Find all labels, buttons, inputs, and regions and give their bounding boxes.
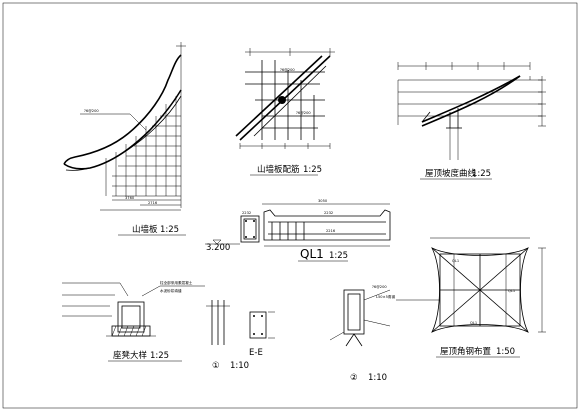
detail-2-drawing: ?6@200 ② 1:10	[329, 285, 391, 383]
ql1-drawing: 2232 3.200 3050 2232 2216 QL1 1:25	[205, 199, 391, 262]
title-roof-curve-scale: 1:25	[472, 169, 491, 179]
dim-3760: 3760	[125, 196, 135, 200]
section-ee-label: E-E	[249, 348, 263, 358]
title-ql1: QL1	[300, 247, 324, 261]
roof-corner-drawing: QL1 QL1 QL1 L50×5角钢 屋顶角钢布置 1:50	[376, 237, 546, 358]
seat-note-2: 水泥砂浆填缝	[160, 288, 182, 293]
detail-1-number: ①	[212, 361, 220, 371]
title-gable-board-scale: 1:25	[160, 225, 179, 235]
detail-1-scale: 1:10	[230, 361, 249, 371]
detail-2-scale: 1:10	[368, 373, 387, 383]
rebar-note-a: ?6@200	[280, 68, 295, 72]
gable-board-drawing: ?6@200 3760 2716 山墙板 1:25	[63, 42, 186, 236]
title-ql1-scale: 1:25	[329, 251, 348, 261]
title-gable-board: 山墙板	[132, 224, 158, 235]
ql1-dim-2216: 2216	[326, 229, 336, 233]
title-gable-rebar: 山墙板配筋	[257, 164, 300, 175]
detail-2-number: ②	[350, 373, 358, 383]
rebar-note-b: ?6@200	[296, 111, 311, 115]
title-roof-corner: 屋顶角钢布置	[440, 346, 492, 357]
title-roof-corner-scale: 1:50	[496, 347, 515, 357]
dim-2716: 2716	[148, 201, 158, 205]
angle-steel-note: L50×5角钢	[376, 294, 395, 299]
title-roof-curve: 屋顶坡度曲线	[425, 168, 477, 179]
gable-rebar-drawing: ?6@200 ?6@200 山墙板配筋 1:25	[235, 48, 335, 176]
roof-ql1-bottom: QL1	[470, 321, 477, 325]
title-seat-beam-scale: 1:25	[150, 351, 169, 361]
elevation-label: 3.200	[206, 243, 230, 253]
seat-note-1: 柱全部采用素混凝土	[160, 280, 193, 285]
seat-beam-drawing: 柱全部采用素混凝土 水泥砂浆填缝 座凳大样 1:25	[62, 280, 205, 362]
roof-curve-drawing: 屋顶坡度曲线 1:25	[397, 62, 546, 180]
ql1-dim-2232: 2232	[324, 211, 333, 215]
title-seat-beam: 座凳大样	[113, 350, 148, 361]
roof-ql1-right: QL1	[508, 289, 515, 293]
ql1-section-label: 2232	[242, 211, 251, 215]
ql1-length: 3050	[318, 199, 328, 203]
roof-ql1-top: QL1	[452, 259, 459, 263]
detail2-rebar-note: ?6@200	[372, 285, 387, 289]
detail-1-drawing: ① 1:10 E-E	[206, 300, 275, 371]
title-gable-rebar-scale: 1:25	[303, 165, 322, 175]
gable-rebar-note: ?6@200	[84, 109, 99, 113]
